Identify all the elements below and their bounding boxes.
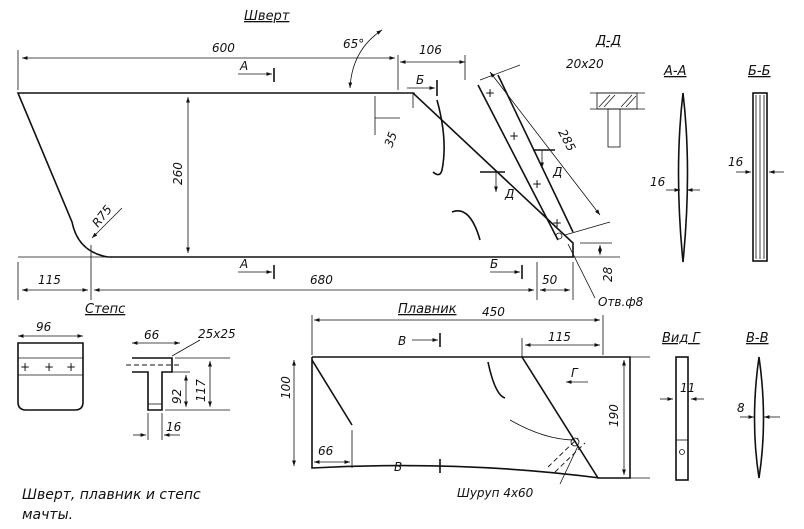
svg-text:+: + — [552, 216, 562, 230]
svg-text:+: + — [509, 129, 519, 143]
cut-b-bottom: Б — [490, 257, 498, 271]
view-g-marker: Г — [571, 366, 579, 380]
section-aa-title: А-А — [663, 64, 686, 79]
view-g: Вид Г 11 — [660, 331, 704, 481]
steps-groove: 25х25 — [198, 327, 236, 341]
steps-dim-92: 92 — [170, 389, 184, 404]
plavnik-view: Плавник 450 115 100 190 66 В В Г Шур — [279, 302, 650, 500]
dim-106: 106 — [419, 43, 442, 57]
section-vv-title: В-В — [746, 331, 769, 346]
shvert-title: Шверт — [244, 9, 290, 24]
view-g-title: Вид Г — [662, 331, 701, 346]
steps-view: Степс 96 + + + 66 25х25 92 117 16 — [17, 302, 236, 440]
svg-text:+: + — [66, 360, 76, 374]
dim-115-plavnik: 115 — [548, 330, 571, 344]
cut-d-right: Д — [552, 165, 562, 179]
dim-28: 28 — [601, 266, 615, 282]
cut-v-top: В — [398, 334, 406, 348]
plavnik-dim-66: 66 — [318, 444, 334, 458]
cut-a-bottom: А — [239, 257, 248, 271]
dim-600: 600 — [212, 41, 235, 55]
radius-r75: R75 — [89, 203, 115, 230]
dim-680: 680 — [310, 273, 333, 287]
dim-35: 35 — [382, 130, 400, 149]
dim-285: 285 — [555, 127, 578, 154]
section-bb: Б-Б 16 — [728, 64, 784, 262]
svg-text:+: + — [532, 177, 542, 191]
hole-label: Отв.ф8 — [598, 295, 644, 309]
caption-line2: мачты. — [22, 507, 73, 523]
bb-thickness: 16 — [728, 155, 744, 169]
svg-text:+: + — [485, 86, 495, 100]
section-dd-title: Д-Д — [595, 34, 621, 49]
svg-text:+: + — [20, 360, 30, 374]
dim-50: 50 — [542, 273, 558, 287]
dim-115-shvert: 115 — [38, 273, 61, 287]
cut-d-left: Д — [504, 187, 514, 201]
dd-size: 20х20 — [566, 57, 604, 71]
aa-thickness: 16 — [650, 175, 666, 189]
section-aa: А-А 16 — [650, 64, 700, 263]
shvert-slot — [372, 92, 415, 108]
shvert-view: Шверт 600 65° 106 35 285 + + — [16, 9, 644, 309]
plavnik-outline — [311, 356, 631, 479]
dim-190: 190 — [607, 404, 621, 427]
plavnik-title: Плавник — [398, 302, 457, 317]
section-dd: Д-Д 20х20 — [566, 34, 645, 148]
view-g-thickness: 11 — [680, 381, 695, 395]
steps-dim-66: 66 — [144, 328, 160, 342]
caption-line1: Шверт, плавник и степс — [22, 487, 201, 503]
cut-a-top: А — [239, 59, 248, 73]
cut-b-top: Б — [416, 73, 424, 87]
dim-100: 100 — [279, 376, 293, 399]
screw-label: Шуруп 4х60 — [457, 486, 534, 500]
cut-v-bottom: В — [394, 460, 402, 474]
steps-width: 96 — [36, 320, 52, 334]
steps-dim-117: 117 — [194, 379, 208, 402]
shvert-outline — [16, 92, 574, 258]
steps-dim-16: 16 — [166, 420, 182, 434]
dim-260: 260 — [171, 162, 185, 185]
dim-450: 450 — [482, 305, 505, 319]
vv-thickness: 8 — [737, 401, 745, 415]
angle-65: 65° — [343, 37, 364, 51]
section-vv: В-В 8 — [737, 331, 780, 479]
svg-text:+: + — [44, 360, 54, 374]
section-bb-title: Б-Б — [748, 64, 771, 79]
steps-title: Степс — [85, 302, 125, 317]
